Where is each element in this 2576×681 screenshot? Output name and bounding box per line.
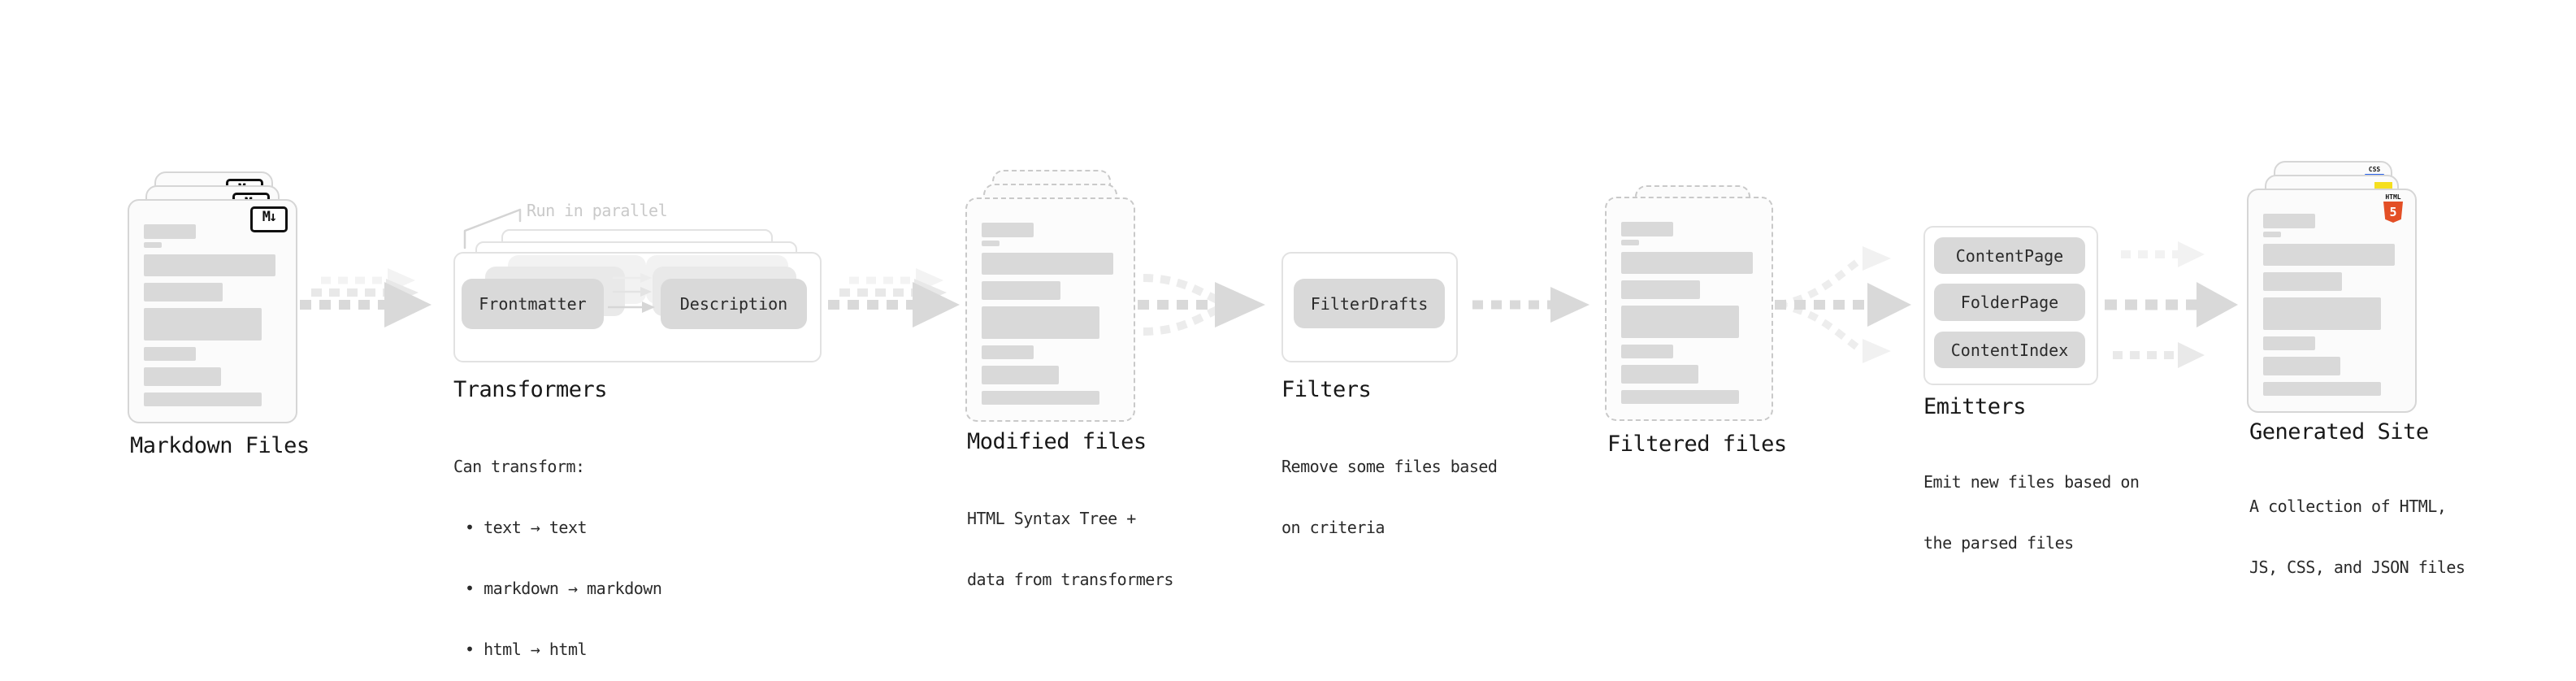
contentindex-pill: ContentIndex [1934, 332, 2085, 368]
run-in-parallel-note: Run in parallel [527, 201, 668, 220]
parallel-run-arrows-icon [608, 273, 655, 313]
arrow-transformers-to-modified [828, 268, 960, 327]
markdown-icon: M↓ [250, 206, 288, 232]
generated-site-description: A collection of HTML, JS, CSS, and JSON … [2249, 497, 2465, 577]
generated-site-label: Generated Site [2249, 419, 2429, 445]
transformers-label: Transformers [453, 377, 608, 402]
arrow-modified-to-filters-merge [1138, 274, 1265, 336]
arrows-emitters-to-generated [2105, 241, 2238, 368]
arrow-filtered-to-emitters-split [1775, 246, 1911, 363]
html5-icon: HTML 5 [2383, 193, 2404, 223]
filterdrafts-pill: FilterDrafts [1294, 279, 1445, 328]
modified-files-description: HTML Syntax Tree + data from transformer… [967, 509, 1173, 589]
description-pill: Description [661, 279, 807, 329]
transformers-description: Can transform: • text → text • markdown … [453, 457, 662, 659]
folderpage-pill: FolderPage [1934, 284, 2085, 321]
emitters-label: Emitters [1923, 394, 2027, 419]
js-icon [2374, 182, 2392, 190]
filters-description: Remove some files based on criteria [1281, 457, 1498, 537]
arrow-filters-to-filtered [1472, 287, 1589, 323]
markdown-file-card-front: M↓ [128, 199, 297, 423]
modified-file-card-front [965, 197, 1135, 422]
modified-files-label: Modified files [967, 429, 1147, 454]
filtered-files-label: Filtered files [1607, 432, 1787, 457]
markdown-files-label: Markdown Files [130, 433, 310, 458]
run-in-parallel-callout-line [463, 208, 522, 249]
contentpage-pill: ContentPage [1934, 237, 2085, 274]
frontmatter-pill: Frontmatter [462, 279, 604, 329]
arrow-markdown-to-transformers [300, 268, 432, 327]
generated-html-file-card: HTML 5 [2247, 189, 2417, 413]
html5-shield: 5 [2383, 202, 2403, 223]
filters-label: Filters [1281, 377, 1372, 402]
emitters-description: Emit new files based on the parsed files [1923, 472, 2140, 553]
filtered-file-card-front [1605, 197, 1773, 421]
